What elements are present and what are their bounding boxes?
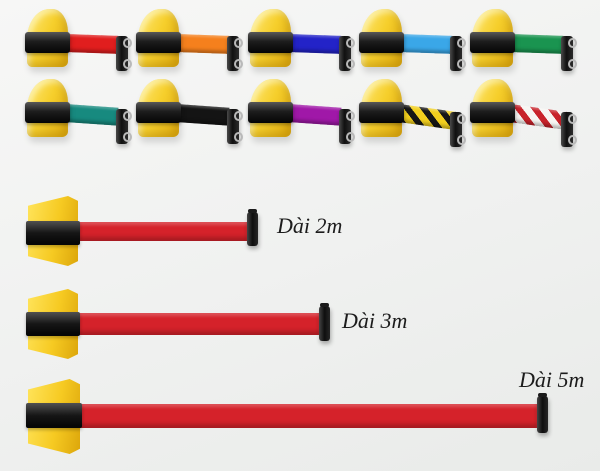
belt-yellow-black-hazard xyxy=(397,104,456,130)
barrier-unit-red-white-hazard xyxy=(470,79,577,149)
clip-hook-icon xyxy=(568,38,577,48)
housing-band xyxy=(25,102,70,123)
clip-hook-icon xyxy=(346,38,355,48)
belt-end-clip xyxy=(537,393,548,433)
housing-band xyxy=(26,312,80,336)
barrier-unit-green xyxy=(470,9,577,79)
belt-end-clip xyxy=(339,36,355,71)
belt-end-clip xyxy=(247,209,258,246)
belt-orange xyxy=(175,34,230,54)
housing-band xyxy=(26,403,82,428)
red-belt-3m xyxy=(78,313,320,335)
clip-hook-icon xyxy=(568,114,577,124)
belt-purple xyxy=(287,104,342,126)
clip-hook-icon xyxy=(123,59,132,69)
clip-hook-icon xyxy=(234,59,243,69)
housing-band xyxy=(359,32,404,53)
belt-end-clip xyxy=(227,36,243,71)
housing-band xyxy=(470,102,515,123)
clip-hook-icon xyxy=(123,111,132,121)
belt-end-clip xyxy=(561,112,577,147)
red-belt-5m xyxy=(80,404,538,428)
belt-light-blue xyxy=(398,34,453,54)
housing-band xyxy=(136,32,181,53)
clip-hook-icon xyxy=(234,111,243,121)
housing-band xyxy=(26,221,80,245)
clip-hook-icon xyxy=(346,111,355,121)
barrier-unit-yellow-black-hazard xyxy=(359,79,466,149)
clip-hook-icon xyxy=(457,38,466,48)
housing-band xyxy=(248,32,293,53)
belt-end-clip xyxy=(116,36,132,71)
belt-green xyxy=(509,34,564,54)
belt-end-clip xyxy=(450,36,466,71)
clip-hook-icon xyxy=(568,135,577,145)
belt-end-clip xyxy=(339,109,355,144)
red-belt-2m xyxy=(78,222,248,241)
clip-hook-icon xyxy=(568,59,577,69)
belt-end-clip xyxy=(319,303,330,341)
barrier-unit-purple xyxy=(248,79,355,149)
belt-red xyxy=(64,34,119,54)
clip-hook-icon xyxy=(346,59,355,69)
belt-end-clip xyxy=(116,109,132,144)
belt-black xyxy=(175,104,230,126)
housing-band xyxy=(25,32,70,53)
barrier-unit-blue xyxy=(248,9,355,79)
barrier-unit-black xyxy=(136,79,243,149)
barrier-unit-light-blue xyxy=(359,9,466,79)
length-label-2m: Dài 2m xyxy=(277,213,343,238)
clip-hook-icon xyxy=(234,38,243,48)
length-label-3m: Dài 3m xyxy=(342,308,408,333)
belt-end-clip xyxy=(561,36,577,71)
clip-hook-icon xyxy=(457,135,466,145)
housing-band xyxy=(136,102,181,123)
belt-teal xyxy=(64,104,119,126)
belt-red-white-hazard xyxy=(508,104,567,130)
clip-hook-icon xyxy=(234,132,243,142)
belt-blue xyxy=(287,34,342,54)
housing-band xyxy=(359,102,404,123)
barrier-unit-red xyxy=(25,9,132,79)
barrier-unit-teal xyxy=(25,79,132,149)
belt-end-clip xyxy=(227,109,243,144)
clip-hook-icon xyxy=(457,59,466,69)
barrier-unit-orange xyxy=(136,9,243,79)
housing-band xyxy=(248,102,293,123)
clip-hook-icon xyxy=(123,38,132,48)
clip-hook-icon xyxy=(346,132,355,142)
belt-end-clip xyxy=(450,112,466,147)
clip-hook-icon xyxy=(123,132,132,142)
length-label-5m: Dài 5m xyxy=(519,367,585,392)
clip-hook-icon xyxy=(457,114,466,124)
housing-band xyxy=(470,32,515,53)
